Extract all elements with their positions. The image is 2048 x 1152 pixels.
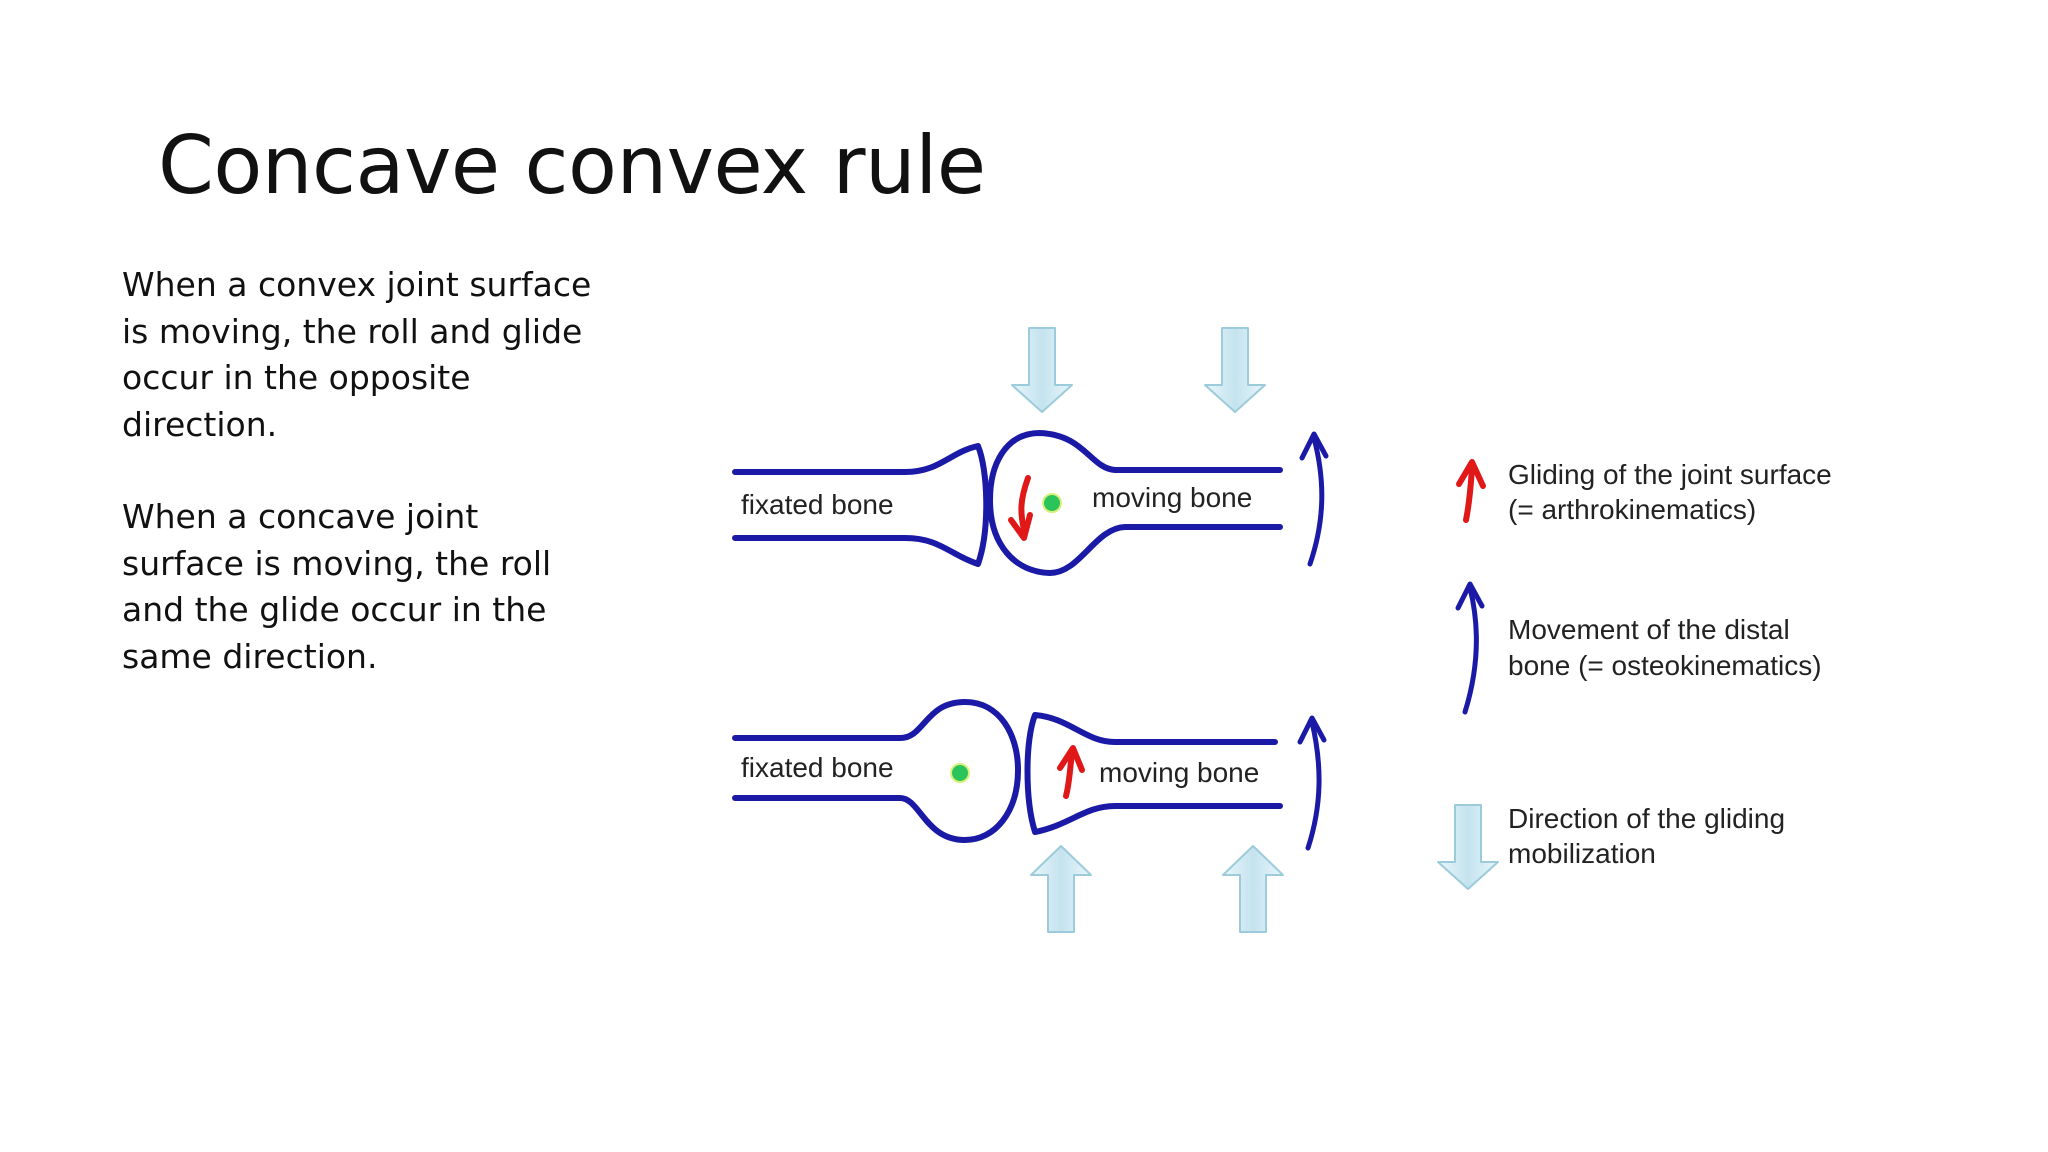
legend-glide-line1: Gliding of the joint surface	[1508, 459, 1832, 490]
top-force-arrow-right	[1204, 327, 1266, 413]
paragraph-convex: When a convex joint surface is moving, t…	[122, 265, 592, 444]
bottom-fixed-bone	[732, 699, 1021, 843]
legend-glide-arrowhead	[1456, 459, 1486, 489]
paragraph-concave: When a concave joint surface is moving, …	[122, 497, 552, 676]
legend-movement-line2: bone (= osteokinematics)	[1508, 650, 1822, 681]
bottom-joint: fixated bone moving bone	[732, 699, 1327, 933]
bottom-fixed-label: fixated bone	[741, 752, 894, 783]
bottom-movement-arrow	[1305, 719, 1322, 851]
diagram-legend: Gliding of the joint surface (= arthroki…	[1437, 459, 1832, 890]
bottom-force-arrow-left	[1030, 845, 1092, 933]
top-axis-dot	[1042, 493, 1062, 513]
legend-movement-arrowhead	[1455, 581, 1485, 611]
bottom-movement-arrowhead	[1297, 715, 1327, 745]
legend-movement-line1: Movement of the distal	[1508, 614, 1790, 645]
slide-title: Concave convex rule	[158, 119, 986, 212]
bottom-glide-arrow	[1063, 751, 1075, 799]
bottom-glide-arrowhead	[1057, 745, 1085, 773]
bottom-axis-dot	[950, 763, 970, 783]
slide-body: When a convex joint surface is moving, t…	[122, 262, 592, 680]
top-fixed-label: fixated bone	[741, 489, 894, 520]
legend-mobilization-line2: mobilization	[1508, 838, 1656, 869]
top-glide-arrowhead	[1008, 512, 1033, 541]
top-force-arrow-left	[1011, 327, 1073, 413]
top-fixed-bone	[732, 443, 990, 567]
legend-glide-line2: (= arthrokinematics)	[1508, 494, 1756, 525]
legend-glide-icon	[1463, 465, 1475, 523]
top-joint: fixated bone moving bone	[732, 327, 1329, 576]
top-moving-label: moving bone	[1092, 482, 1252, 513]
top-moving-bone	[987, 430, 1283, 576]
bottom-force-arrow-right	[1222, 845, 1284, 933]
top-movement-arrow	[1307, 435, 1325, 567]
top-movement-arrowhead	[1299, 431, 1329, 461]
legend-mobilization-icon	[1437, 804, 1499, 890]
legend-movement-icon	[1462, 585, 1479, 715]
legend-mobilization-line1: Direction of the gliding	[1508, 803, 1785, 834]
bottom-moving-bone	[1024, 712, 1283, 835]
bottom-moving-label: moving bone	[1099, 757, 1259, 788]
top-glide-arrow	[1018, 475, 1031, 533]
